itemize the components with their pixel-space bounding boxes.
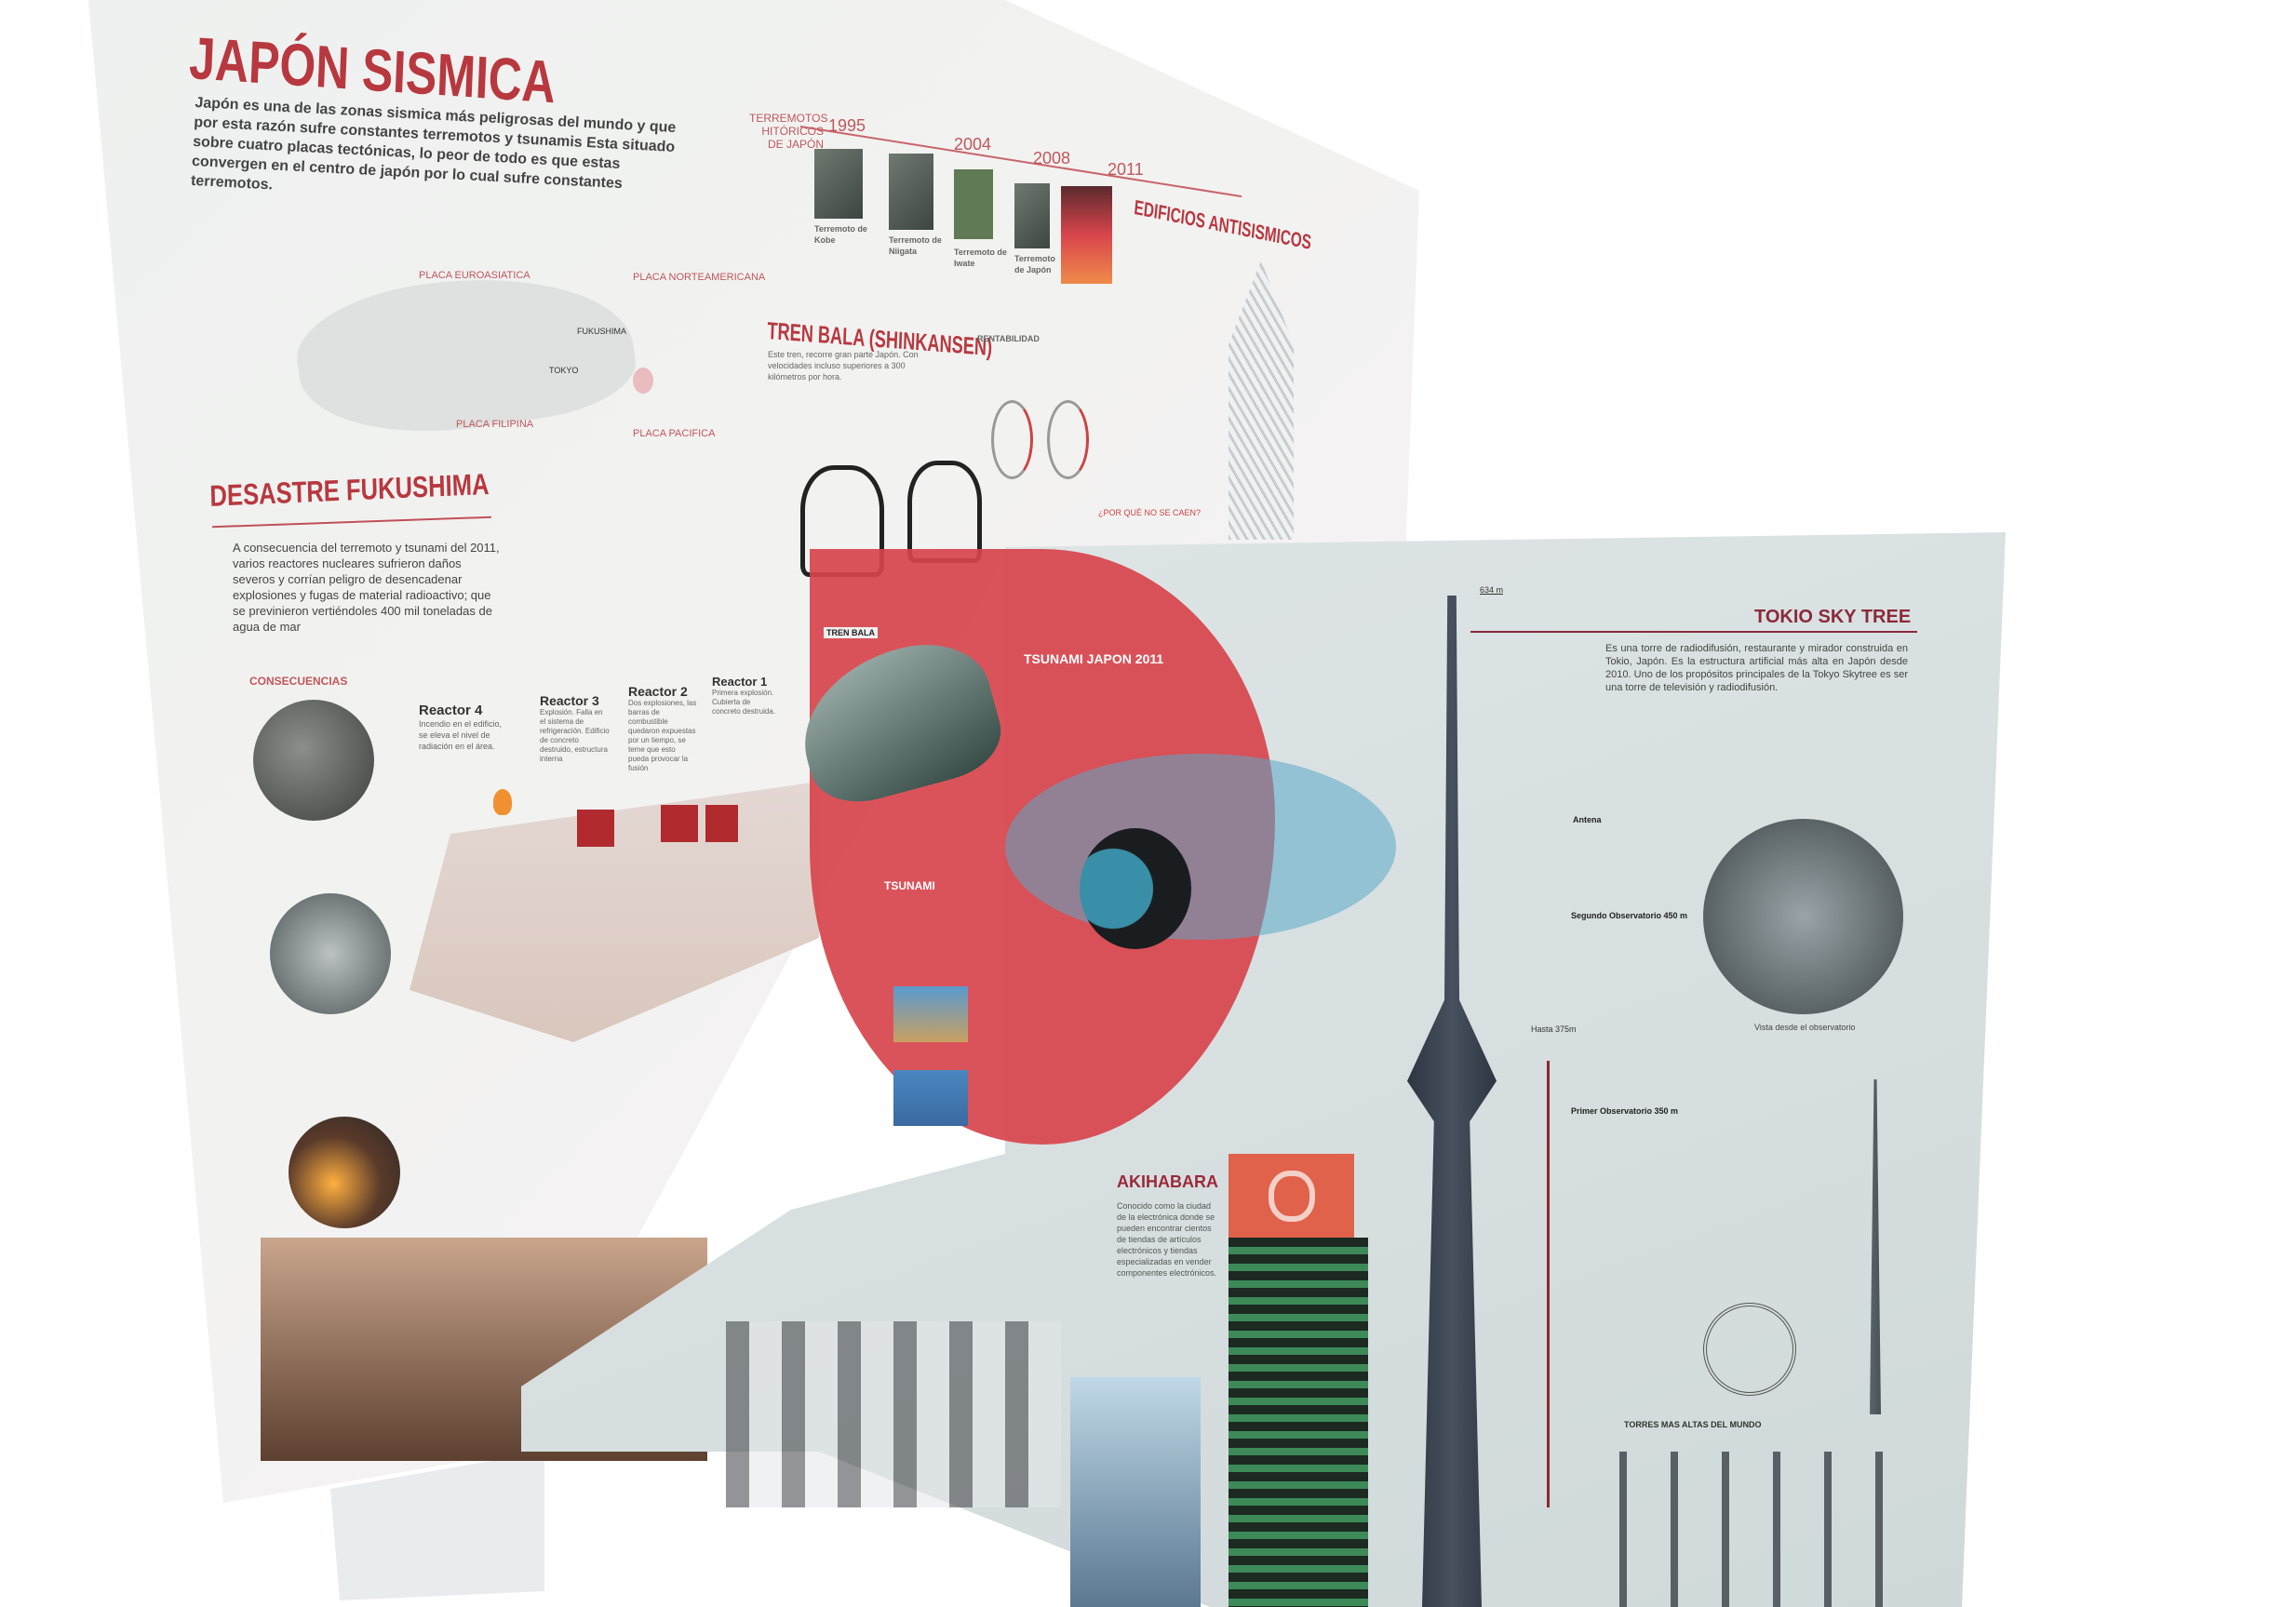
rentabilidad-label: RENTABILIDAD bbox=[977, 334, 1040, 343]
plate-label: PLACA NORTEAMERICANA bbox=[633, 272, 766, 283]
electronics-images bbox=[726, 1321, 1061, 1507]
tsunami-title: TSUNAMI JAPON 2011 bbox=[1024, 651, 1164, 666]
reactor-name: Reactor 2 bbox=[628, 684, 688, 699]
tsunami-subtitle: TSUNAMI bbox=[884, 879, 935, 892]
torres-title: TORRES MAS ALTAS DEL MUNDO bbox=[1624, 1420, 1762, 1429]
floor-plan-diagram bbox=[1703, 1303, 1796, 1396]
reactor-text: Incendio en el edificio, se eleva el niv… bbox=[419, 719, 503, 751]
year: 2011 bbox=[1108, 160, 1144, 179]
vista-caption: Vista desde el observatorio bbox=[1754, 1023, 1856, 1032]
photo-fire bbox=[289, 1117, 400, 1228]
akihabara-street bbox=[1070, 1377, 1201, 1607]
reactor-text: Explosión. Falla en el sistema de refrig… bbox=[540, 708, 610, 763]
plate-label: PLACA FILIPINA bbox=[456, 419, 534, 430]
event-name: Terremoto de Iwate bbox=[954, 248, 1007, 268]
event-name: Terremoto de Niigata bbox=[889, 235, 942, 256]
akihabara-sign bbox=[1229, 1154, 1354, 1238]
photo-kobe bbox=[814, 149, 863, 219]
photo-japon bbox=[1014, 183, 1050, 248]
globe-graphic bbox=[1080, 828, 1191, 949]
epicenter-marker bbox=[633, 368, 653, 394]
city-tokyo: TOKYO bbox=[549, 366, 579, 375]
photo-workers bbox=[253, 700, 374, 821]
reactor-name: Reactor 4 bbox=[419, 703, 483, 718]
plate-label: PLACA EUROASIATICA bbox=[419, 270, 530, 281]
event-name: Terremoto de Japón bbox=[1014, 254, 1055, 275]
akihabara-desc: Conocido como la ciudad de la electrónic… bbox=[1117, 1201, 1217, 1278]
tsunami-blue-wave bbox=[1005, 754, 1396, 940]
skytree-title: TOKIO SKY TREE bbox=[1754, 607, 1912, 627]
why-label: ¿POR QUÉ NO SE CAEN? bbox=[1098, 508, 1202, 517]
city-fukushima: FUKUSHIMA bbox=[577, 327, 627, 336]
reactor-name: Reactor 1 bbox=[712, 675, 768, 689]
tallest-towers-chart bbox=[1619, 1452, 1899, 1607]
height-arrow bbox=[1547, 1061, 1550, 1507]
fukushima-desc: A consecuencia del terremoto y tsunami d… bbox=[233, 541, 500, 634]
tren-desc: Este tren, recorre gran parte Japón. Con… bbox=[768, 350, 919, 382]
train-cross-section bbox=[907, 461, 982, 563]
photo-city-view bbox=[1703, 819, 1903, 1014]
richter-scale-graphic bbox=[1061, 186, 1112, 284]
reactor-text: Primera explosión. Cubierta de concreto … bbox=[712, 689, 776, 716]
akihabara-building bbox=[1229, 1238, 1368, 1607]
reactor-name: Reactor 3 bbox=[540, 693, 599, 708]
akihabara-title: AKIHABARA bbox=[1117, 1172, 1218, 1191]
primer-observatorio-label: Primer Observatorio 350 m bbox=[1571, 1106, 1679, 1116]
consecuencias-label: CONSECUENCIAS bbox=[249, 675, 348, 688]
photo-tsunami-wave bbox=[270, 893, 391, 1014]
rentabilidad-ring bbox=[1047, 400, 1089, 479]
store-logo bbox=[1268, 1171, 1315, 1222]
segundo-observatorio-label: Segundo Observatorio 450 m bbox=[1571, 911, 1688, 920]
hasta-375-label: Hasta 375m bbox=[1531, 1024, 1577, 1034]
reactor-1: Reactor 1 Primera explosión. Cubierta de… bbox=[712, 675, 777, 716]
wave-diagram bbox=[893, 1070, 968, 1126]
reactor-block bbox=[577, 810, 614, 847]
reactor-text: Dos explosiones, las barras de combustib… bbox=[628, 699, 697, 772]
plate-label: PLACA PACIFICA bbox=[633, 428, 716, 439]
reactor-3: Reactor 3 Explosión. Falla en el sistema… bbox=[540, 693, 610, 764]
antena-label: Antena bbox=[1573, 815, 1602, 824]
timeline-label: TERREMOTOS HITÓRICOS DE JAPÓN bbox=[749, 112, 828, 151]
rentabilidad-ring bbox=[991, 400, 1033, 479]
reactor-block bbox=[705, 805, 738, 842]
year: 2008 bbox=[1033, 149, 1071, 167]
divider bbox=[1470, 631, 1917, 633]
year: 1995 bbox=[828, 116, 866, 135]
photo-iwate bbox=[954, 169, 993, 239]
reactor-block bbox=[661, 805, 698, 842]
fire-icon bbox=[493, 789, 512, 815]
year: 2004 bbox=[954, 135, 992, 154]
photo-niigata bbox=[889, 154, 933, 230]
reactor-4: Reactor 4 Incendio en el edificio, se el… bbox=[419, 703, 512, 752]
event-name: Terremoto de Kobe bbox=[814, 224, 867, 245]
tren-bala-label: TREN BALA bbox=[824, 627, 878, 638]
reactor-2: Reactor 2 Dos explosiones, las barras de… bbox=[628, 684, 698, 773]
wave-diagram bbox=[893, 986, 968, 1042]
skytree-desc: Es una torre de radiodifusión, restauran… bbox=[1605, 643, 1908, 693]
height-label: 634 m bbox=[1480, 585, 1504, 595]
